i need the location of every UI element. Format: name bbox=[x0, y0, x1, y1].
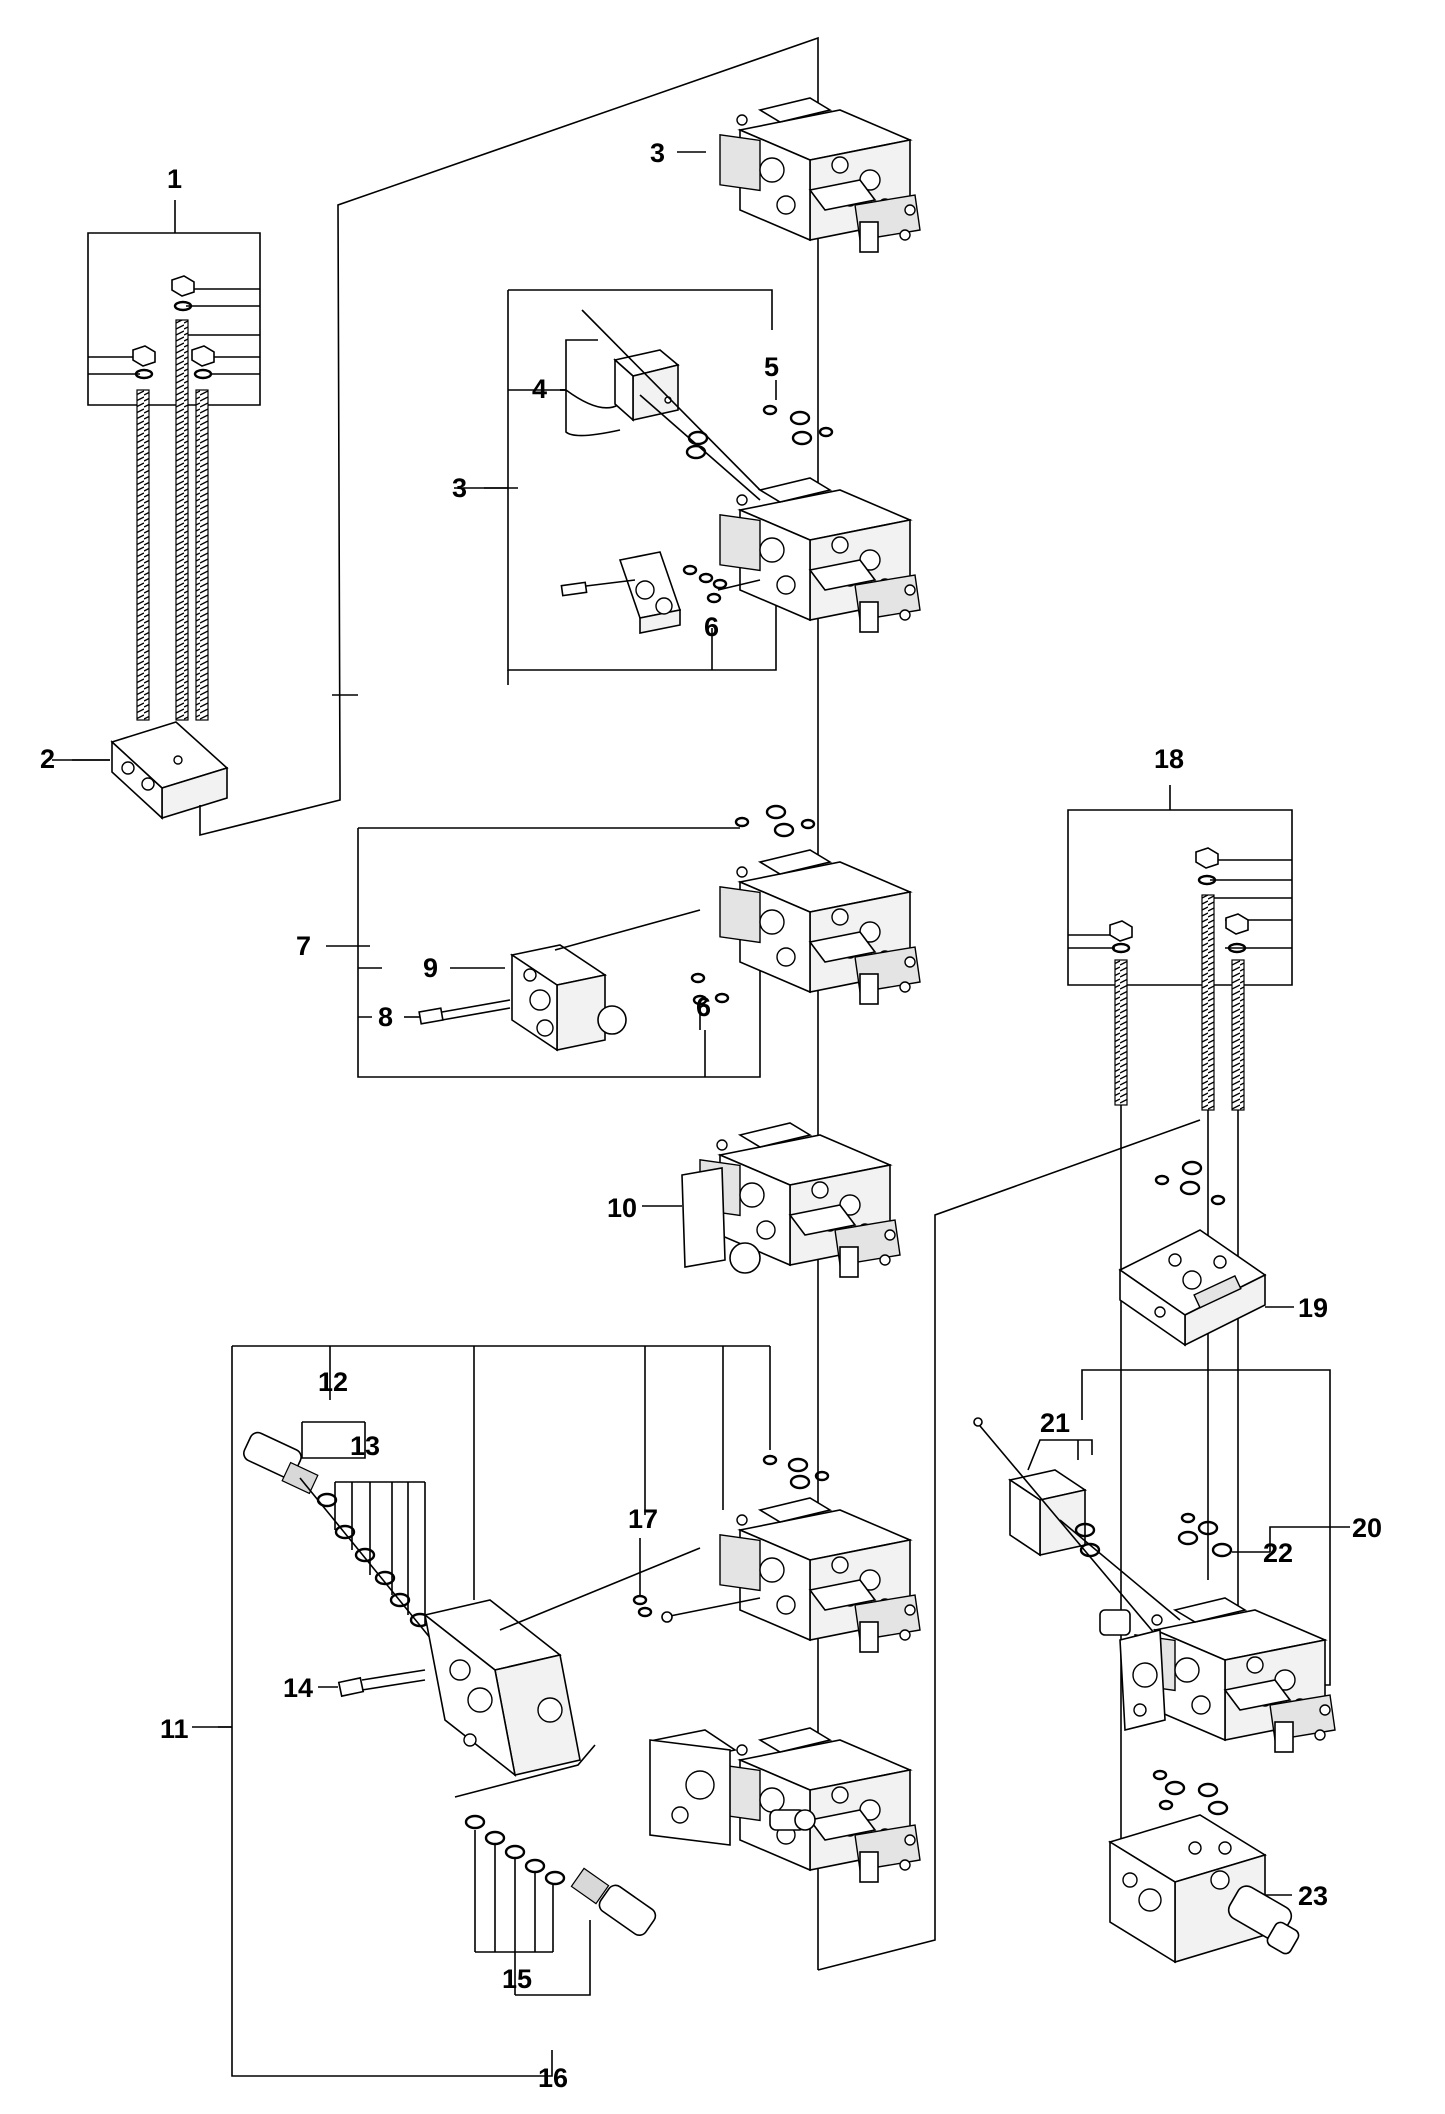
tie-rod-kit-group-1 bbox=[87, 200, 261, 721]
callout-14: 14 bbox=[283, 1673, 313, 1703]
callout-20: 20 bbox=[1352, 1513, 1382, 1543]
callout-18: 18 bbox=[1154, 744, 1184, 774]
callout-9: 9 bbox=[423, 953, 438, 983]
callout-2: 2 bbox=[40, 744, 55, 774]
callout-22: 22 bbox=[1263, 1538, 1293, 1568]
callout-13: 13 bbox=[350, 1431, 380, 1461]
callout-19: 19 bbox=[1298, 1293, 1328, 1323]
valve-section-group-3 bbox=[454, 289, 921, 685]
inlet-block-23 bbox=[1108, 1769, 1300, 1964]
callout-8: 8 bbox=[378, 1002, 393, 1032]
callout-labels: 1 2 3 3 4 5 6 6 7 8 9 10 11 12 13 14 15 … bbox=[40, 138, 1382, 2093]
valve-section-bottom-inlet bbox=[649, 1119, 1201, 1971]
callout-7: 7 bbox=[296, 931, 311, 961]
callout-3-top: 3 bbox=[650, 138, 665, 168]
valve-section-group-7 bbox=[357, 804, 921, 1078]
callout-21: 21 bbox=[1040, 1408, 1070, 1438]
callout-10: 10 bbox=[607, 1193, 637, 1223]
callout-6-upper: 6 bbox=[704, 612, 719, 642]
valve-section-group-11 bbox=[218, 1345, 921, 2077]
section-plate-19 bbox=[1118, 1160, 1294, 1347]
callout-16: 16 bbox=[538, 2063, 568, 2093]
callout-ticks bbox=[72, 380, 777, 1728]
callout-15: 15 bbox=[502, 1964, 532, 1994]
valve-section-3-top bbox=[677, 97, 921, 253]
end-plate-2 bbox=[52, 36, 819, 1970]
callout-3-group: 3 bbox=[452, 473, 467, 503]
valve-section-10 bbox=[642, 1122, 901, 1278]
callout-17: 17 bbox=[628, 1504, 658, 1534]
callout-4: 4 bbox=[532, 374, 547, 404]
callout-23: 23 bbox=[1298, 1881, 1328, 1911]
valve-section-group-20 bbox=[973, 1369, 1350, 1753]
callout-1: 1 bbox=[167, 164, 182, 194]
callout-6-lower: 6 bbox=[696, 992, 711, 1022]
callout-5: 5 bbox=[764, 352, 779, 382]
callout-11: 11 bbox=[160, 1714, 189, 1744]
callout-12: 12 bbox=[318, 1367, 348, 1397]
